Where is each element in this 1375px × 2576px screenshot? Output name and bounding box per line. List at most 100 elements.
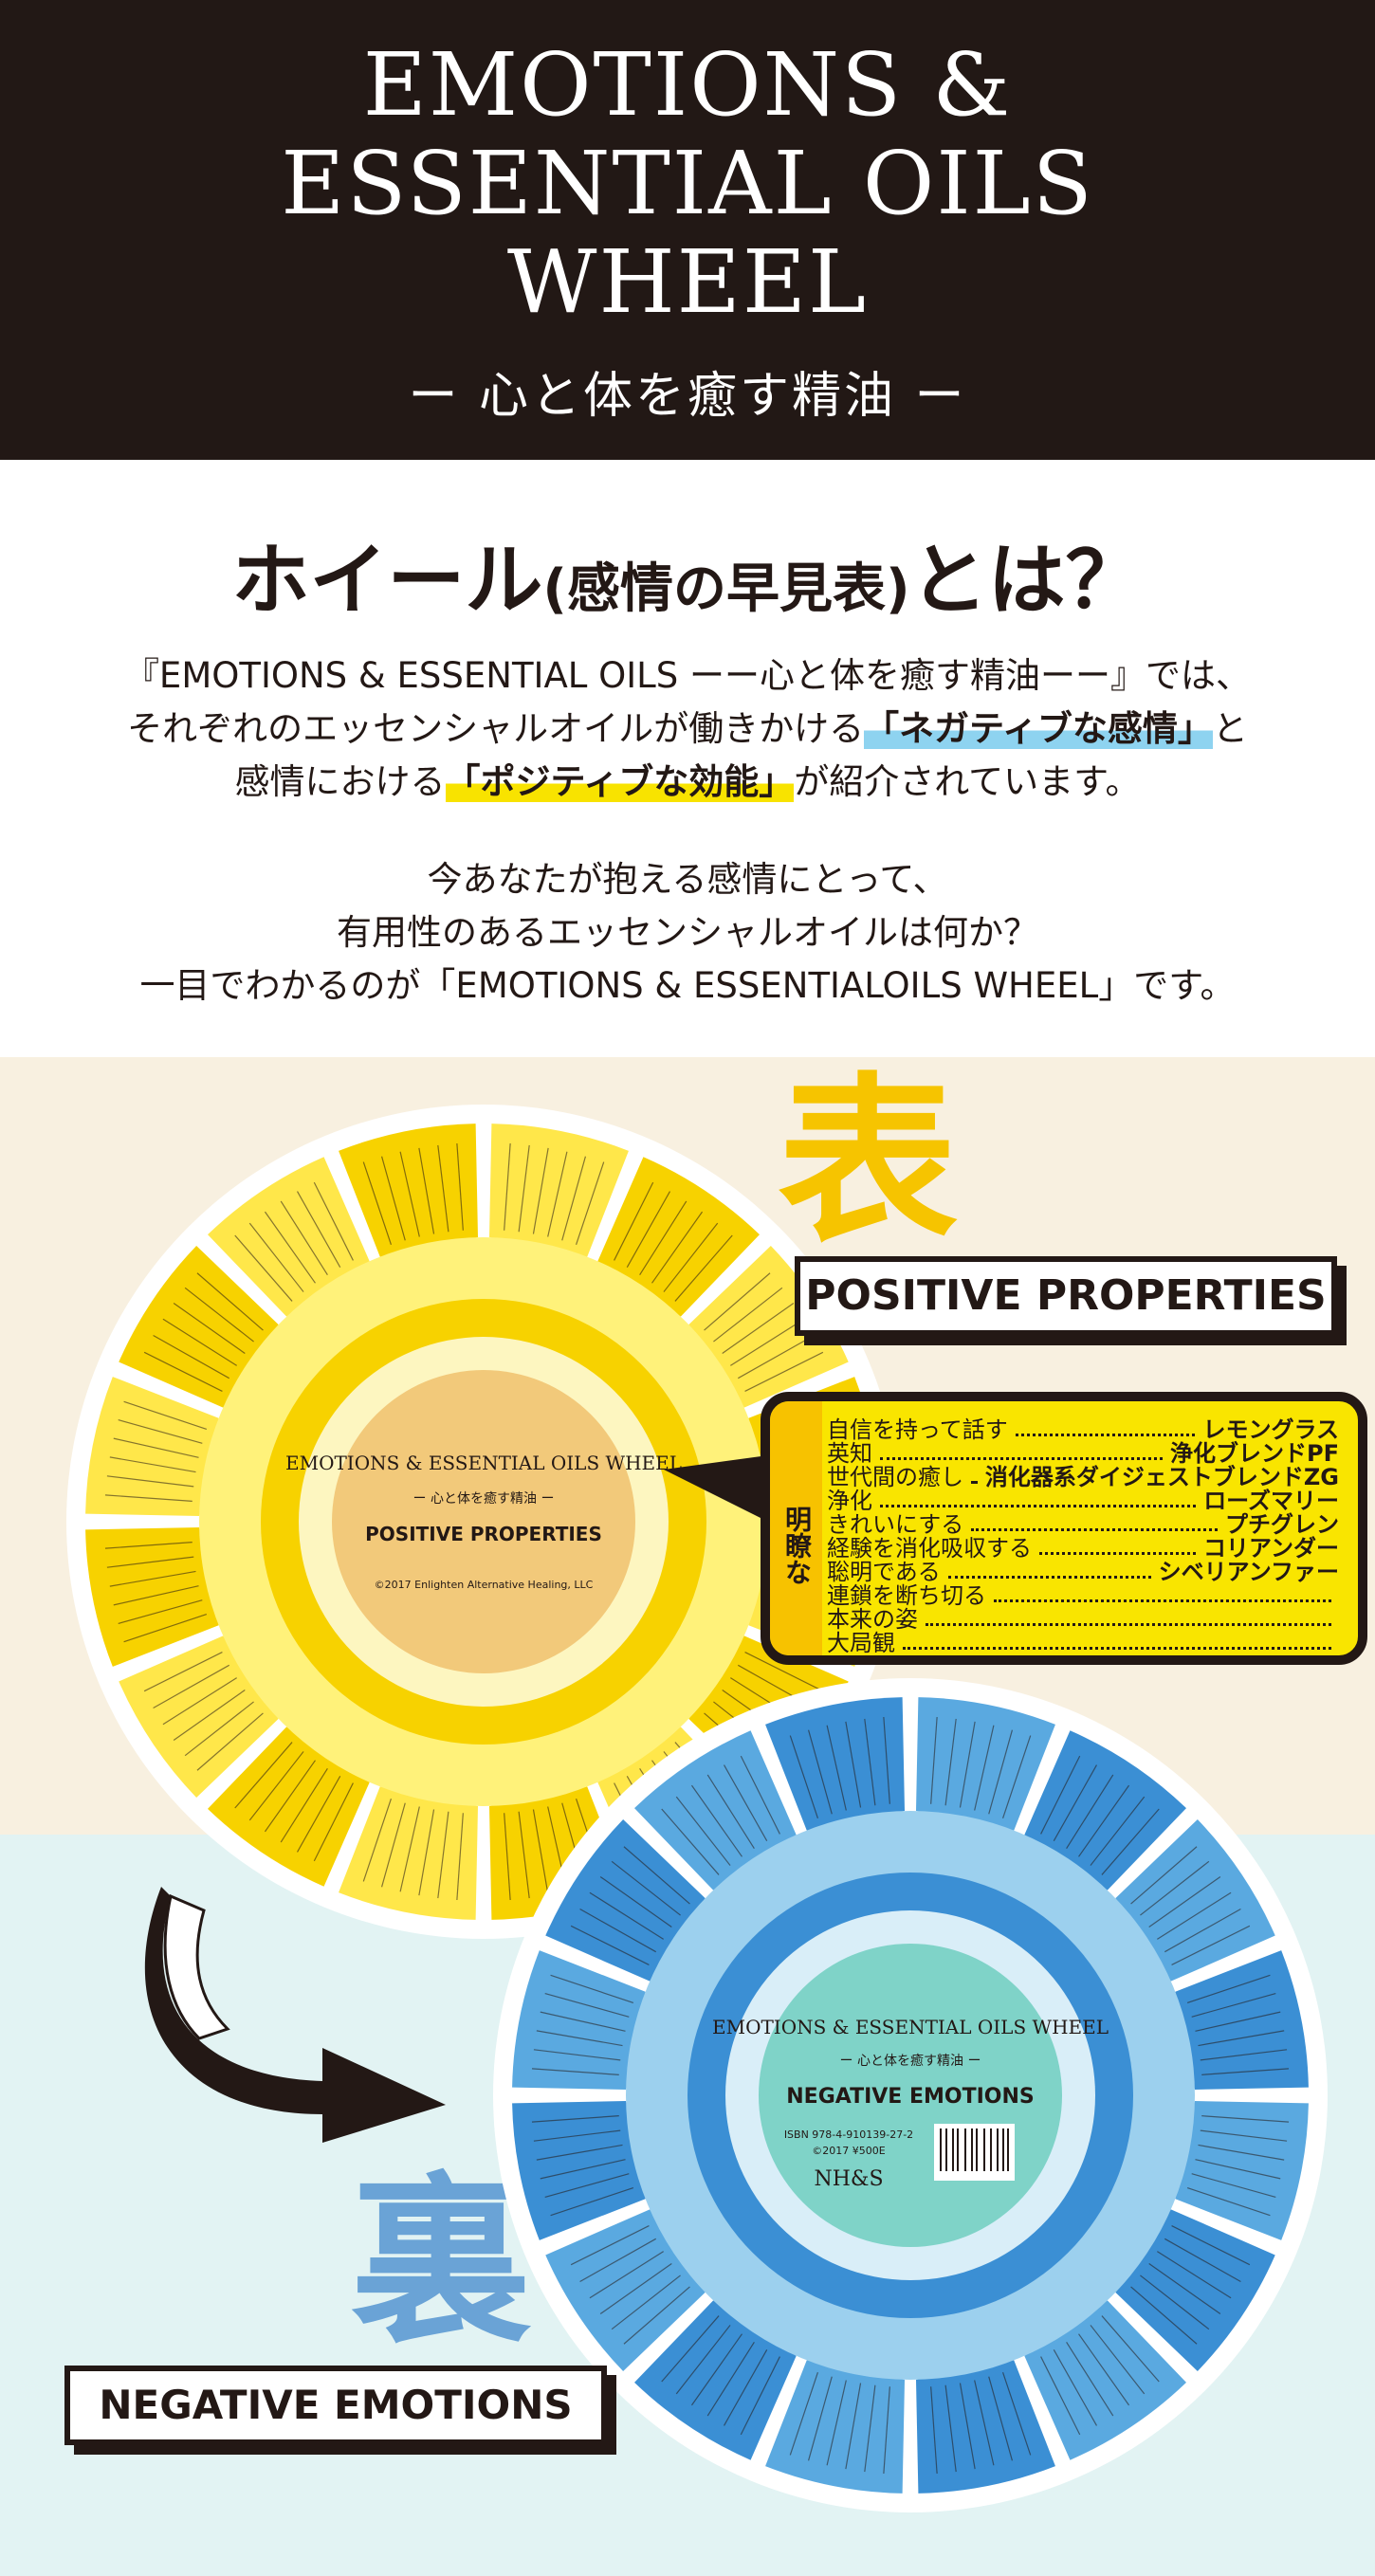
- petal-text-line: [930, 1716, 938, 1804]
- petal-text-line: [1053, 1764, 1098, 1842]
- petal-text-line: [1078, 2333, 1130, 2406]
- wheel-petal: [1115, 1819, 1275, 1982]
- zoom-feeling: 大局観: [827, 1630, 895, 1656]
- zoom-dots: [880, 1434, 1164, 1460]
- petal-text-line: [639, 1200, 688, 1275]
- zoom-row: 浄化ローズマリー: [827, 1482, 1339, 1515]
- petal-text-line: [1157, 1891, 1232, 1940]
- petal-text-line: [518, 1144, 530, 1233]
- zoom-dots: [880, 1482, 1197, 1507]
- wheel-petal: [915, 2360, 1055, 2494]
- petal-text-line: [1198, 2030, 1285, 2047]
- petal-text-line: [504, 1813, 511, 1901]
- zoom-row: 本来の姿: [827, 1600, 1339, 1634]
- petal-text-line: [713, 1287, 783, 1343]
- petal-text-line: [1140, 1860, 1210, 1916]
- petal-text-line: [380, 1156, 406, 1241]
- wheel-petal: [1115, 2209, 1275, 2371]
- positive-properties-label: POSITIVE PROPERTIES: [795, 1256, 1337, 1336]
- zoom-dots: [903, 1624, 1331, 1650]
- petal-text-line: [706, 1774, 755, 1849]
- petal-text-line: [104, 1494, 192, 1502]
- petal-text-line: [959, 1721, 976, 1808]
- petal-text-line: [296, 1191, 341, 1269]
- wheel-petal: [597, 1157, 760, 1317]
- wheel-petal: [634, 2300, 797, 2460]
- petal-text-line: [1201, 2068, 1290, 2075]
- petal-text-line: [399, 1151, 420, 1237]
- petal-text-line: [611, 2275, 681, 2330]
- petal-text-line: [1090, 1796, 1146, 1866]
- center-title: EMOTIONS & ESSENTIAL OILS WHEEL: [285, 1452, 682, 1474]
- positive-wheel: EMOTIONS & ESSENTIAL OILS WHEEL ー 心と体を癒す…: [66, 1105, 901, 1939]
- petal-text-line: [599, 1875, 672, 1927]
- petal-text-line: [280, 1768, 328, 1843]
- petal-text-line: [536, 2030, 623, 2047]
- petal-text-line: [974, 2380, 995, 2466]
- back-kanji: 裏: [351, 2155, 532, 2366]
- wheel-petal: [915, 1697, 1055, 1831]
- petal-text-line: [118, 1599, 203, 1625]
- wheel-petal: [1024, 1730, 1186, 1891]
- barcode: [934, 2124, 1015, 2181]
- petal-text-line: [1157, 2251, 1232, 2299]
- p1-line-3: 感情における「ポジティブな効能」が紹介されています。: [0, 756, 1375, 809]
- petal-text-line: [280, 1200, 328, 1275]
- petal-text-line: [651, 1211, 704, 1284]
- petal-text-line: [690, 1784, 742, 1857]
- petal-text-line: [1148, 1875, 1221, 1927]
- petal-text-line: [623, 2286, 690, 2345]
- petal-text-line: [1200, 2129, 1288, 2142]
- petal-text-line: [399, 1806, 420, 1892]
- petal-text-line: [740, 1755, 780, 1835]
- center-label: POSITIVE PROPERTIES: [365, 1523, 602, 1545]
- petal-text-line: [456, 1142, 464, 1231]
- petal-text-line: [723, 2348, 768, 2426]
- petal-text-line: [153, 1664, 230, 1709]
- petal-text-line: [845, 1721, 862, 1808]
- petal-text-line: [864, 1718, 876, 1806]
- petal-text-line: [531, 2068, 619, 2075]
- zoom-row: 英知浄化ブレンドPF: [827, 1434, 1339, 1468]
- wheel-petal: [765, 1697, 906, 1831]
- title-line-3: WHEEL: [506, 231, 869, 333]
- petal-text-line: [264, 1760, 316, 1833]
- petal-text-line: [248, 1751, 304, 1821]
- center-disc: [332, 1370, 635, 1673]
- front-kanji: 表: [778, 1055, 959, 1267]
- petal-text-line: [1066, 1774, 1114, 1849]
- petal-text-line: [570, 1925, 650, 1965]
- wheel-petal: [85, 1526, 219, 1667]
- intro-paragraph-1: 『EMOTIONS & ESSENTIAL OILS ーー心と体を癒す精油ーー』…: [0, 649, 1375, 809]
- petal-text-line: [589, 2251, 664, 2299]
- wheel-petal: [1024, 2300, 1186, 2460]
- petal-text-line: [540, 2159, 626, 2180]
- zoom-row: 聡明であるシベリアンファー: [827, 1553, 1339, 1586]
- zoom-oil: 浄化ブレンドPF: [1170, 1440, 1339, 1467]
- petal-text-line: [744, 1652, 824, 1692]
- petal-text-line: [959, 2383, 976, 2470]
- intro-section: ホイール(感情の早見表)とは？ 『EMOTIONS & ESSENTIAL OI…: [0, 460, 1375, 1057]
- petal-text-line: [248, 1222, 304, 1292]
- petal-text-line: [1186, 1974, 1271, 2004]
- p2-line-3: 一目でわかるのが「EMOTIONS & ESSENTIALOILS WHEEL」…: [139, 965, 1236, 1006]
- petal-text-line: [313, 1782, 354, 1862]
- petal-text-line: [113, 1585, 199, 1606]
- petal-text-line: [1201, 2115, 1290, 2123]
- petal-text-line: [1191, 1992, 1276, 2018]
- zoom-oil: ローズマリー: [1203, 1488, 1339, 1514]
- petal-text-line: [184, 1701, 254, 1757]
- negative-emotion-highlight: 「ネガティブな感情」: [864, 708, 1213, 749]
- barcode-lines: [940, 2128, 1009, 2171]
- wheel-petal: [339, 1786, 479, 1920]
- petal-text-line: [611, 1860, 681, 1916]
- center-isbn: ISBN 978-4-910139-27-2: [784, 2128, 913, 2141]
- petal-text-line: [109, 1456, 196, 1473]
- center-title: EMOTIONS & ESSENTIAL OILS WHEEL: [712, 2016, 1109, 2038]
- petal-text-line: [1101, 2315, 1160, 2383]
- center-sub: ー 心と体を癒す精油 ー: [413, 1491, 555, 1507]
- petal-text-line: [106, 1475, 194, 1488]
- petal-text-line: [1191, 2173, 1276, 2199]
- petal-text-line: [930, 2386, 938, 2475]
- zoom-category-strip: [770, 1401, 822, 1655]
